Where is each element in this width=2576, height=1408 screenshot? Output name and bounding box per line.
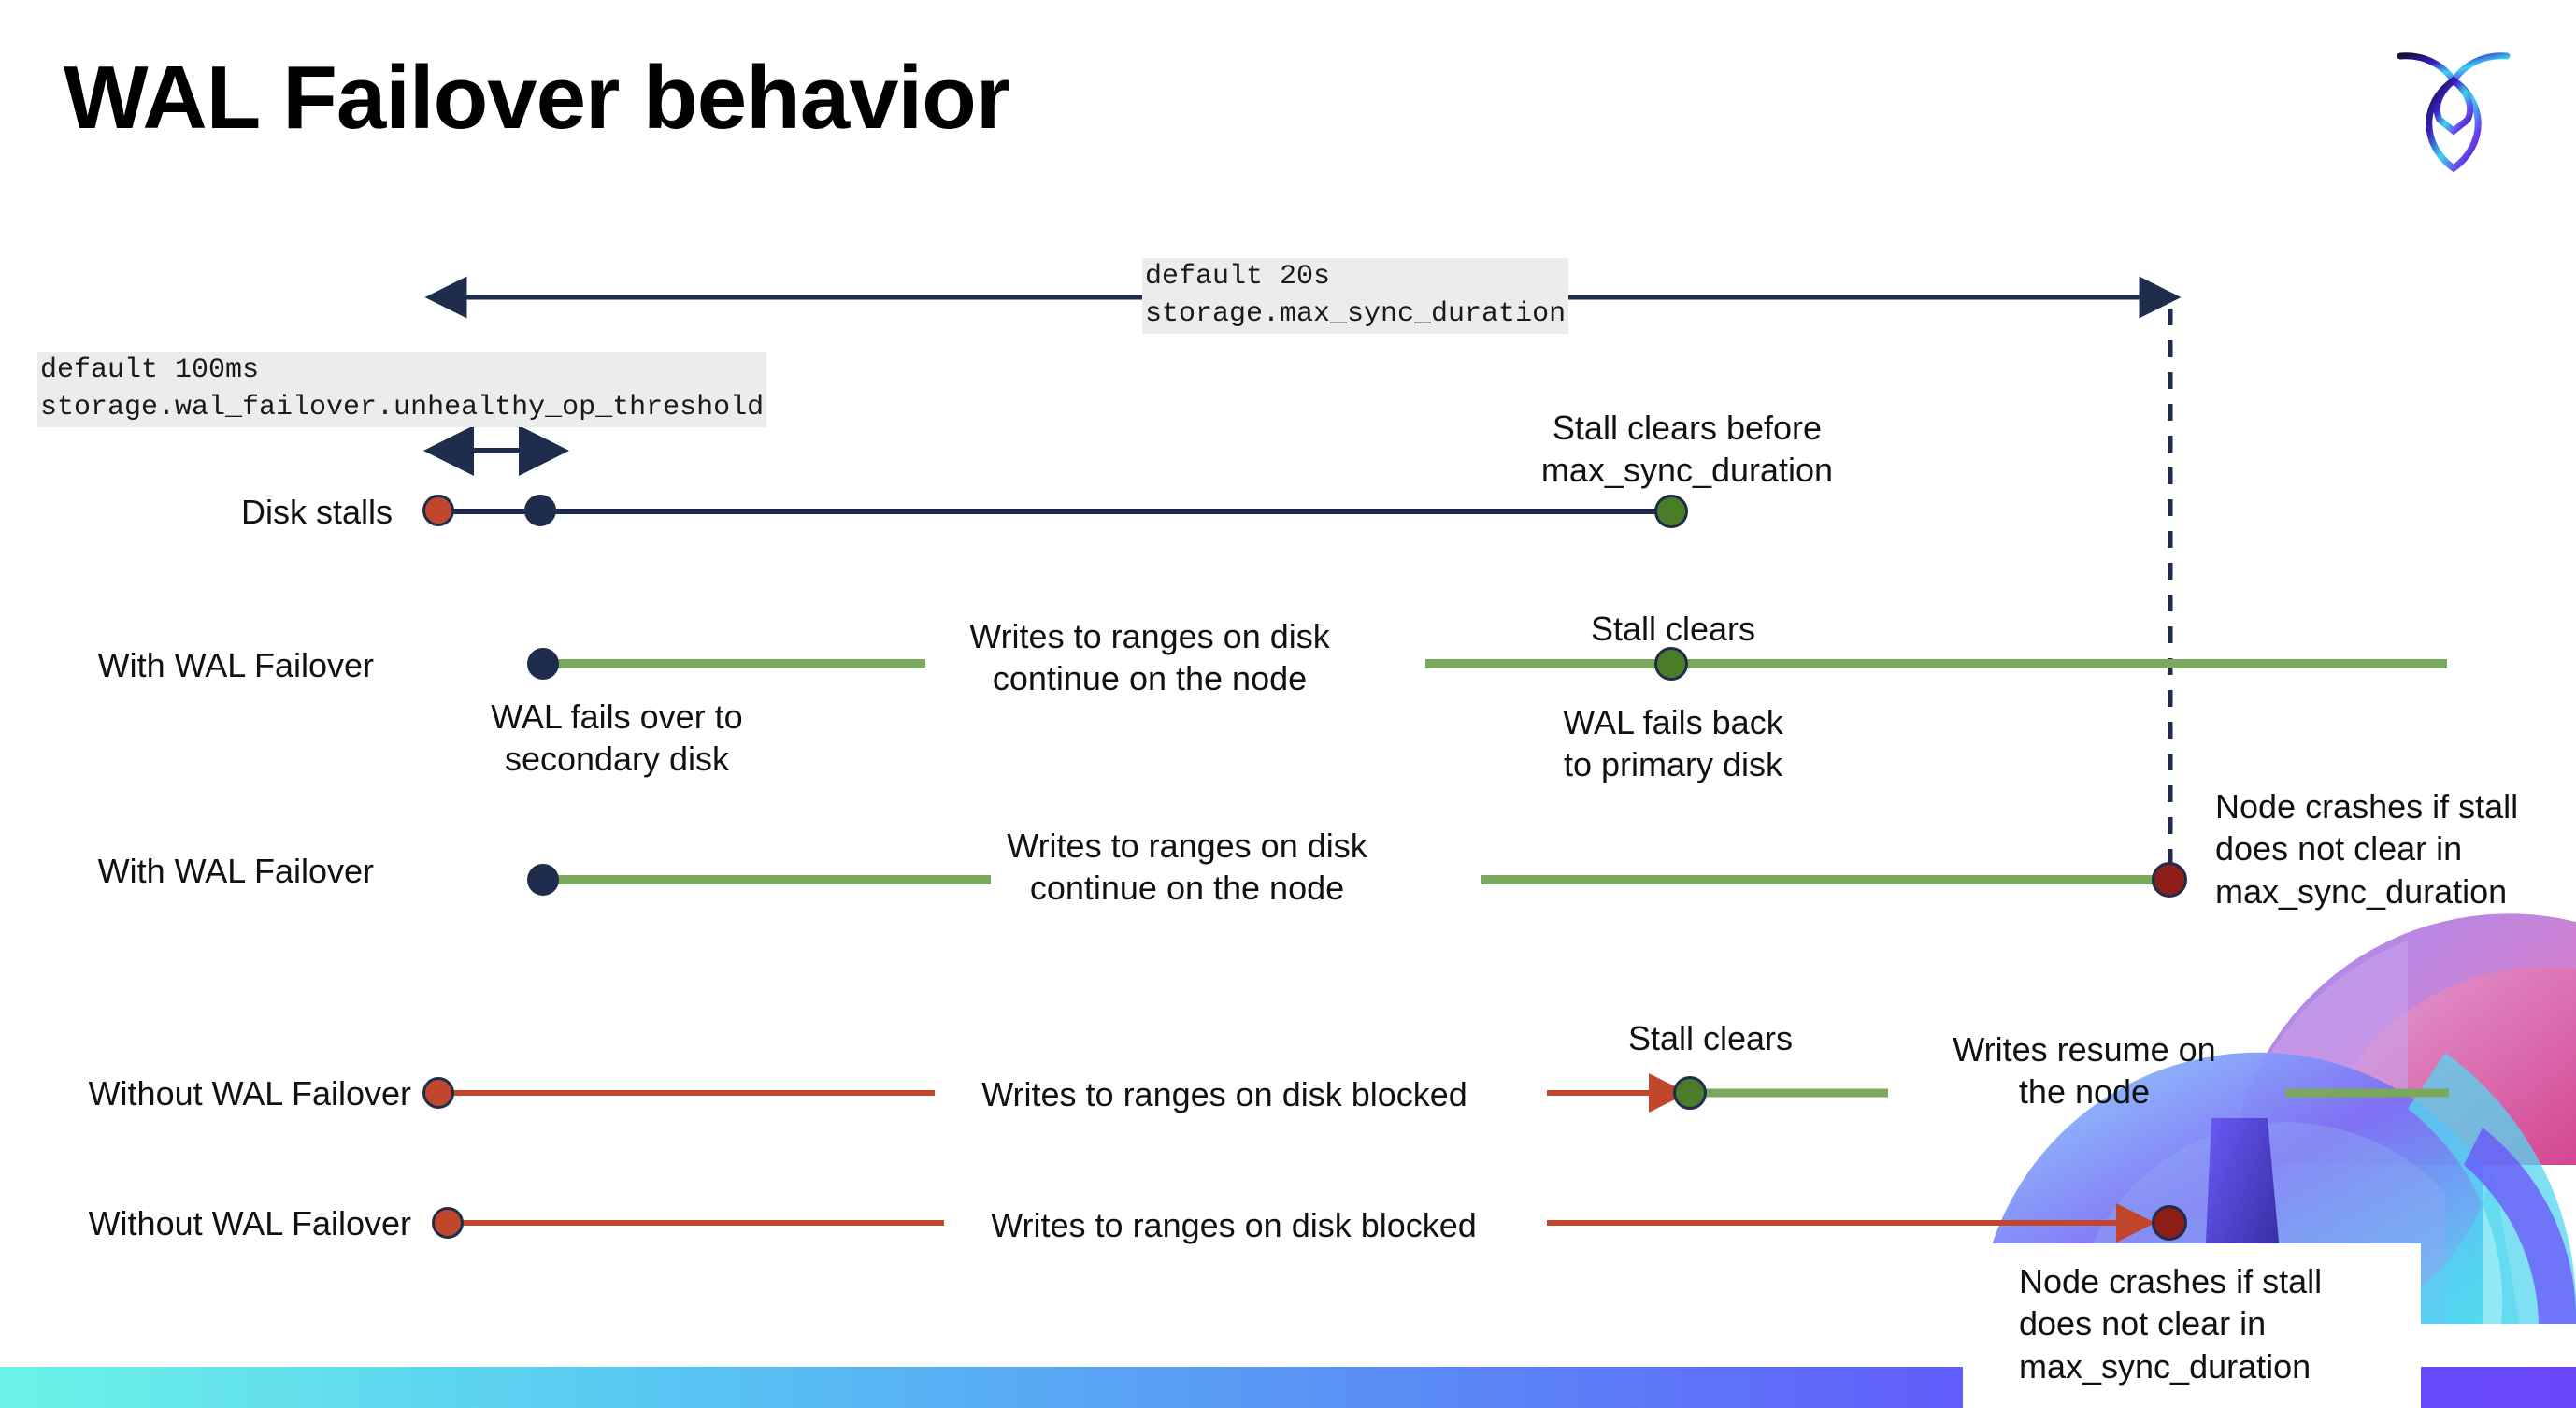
row-label-without-wal-failover-1: Without WAL Failover: [88, 1074, 411, 1113]
row-label-without-wal-failover-2: Without WAL Failover: [88, 1204, 411, 1243]
page-title: WAL Failover behavior: [64, 48, 1010, 148]
dot-stall-clear-row1: [1654, 495, 1688, 528]
row-label-with-wal-failover-1: With WAL Failover: [97, 646, 374, 684]
note-node-crashes-row3: Node crashes if stall does not clear in …: [2215, 787, 2519, 911]
cockroachdb-logo: [2393, 36, 2514, 176]
note-stall-clears-row4: Stall clears: [1627, 1019, 1794, 1057]
dot-failover-start-row2: [527, 648, 559, 680]
unhealthy-op-threshold-annotation: default 100ms storage.wal_failover.unhea…: [37, 352, 767, 428]
note-writes-continue-row2: Writes to ranges on disk continue on the…: [969, 617, 1330, 698]
row-label-disk-stalls: Disk stalls: [240, 493, 393, 531]
row-label-with-wal-failover-2: With WAL Failover: [97, 852, 374, 890]
note-writes-blocked-row5: Writes to ranges on disk blocked: [991, 1206, 1477, 1244]
note-node-crashes-row5: Node crashes if stall does not clear in …: [2019, 1262, 2323, 1386]
unhealthy-setting-text: storage.wal_failover.unhealthy_op_thresh…: [40, 391, 765, 424]
dot-stall-clear-row4: [1673, 1076, 1707, 1110]
dot-stall-start-row1: [422, 495, 454, 526]
dot-node-crash-row5: [2152, 1205, 2187, 1241]
dot-stall-start-row4: [422, 1077, 454, 1109]
max-sync-setting-text: storage.max_sync_duration: [1145, 297, 1567, 330]
dot-stall-start-row5: [432, 1207, 464, 1239]
note-writes-continue-row3: Writes to ranges on disk continue on the…: [1007, 826, 1367, 908]
dot-node-crash-row3: [2152, 862, 2187, 898]
max-sync-default-text: default 20s: [1145, 261, 1331, 293]
note-wal-fails-back: WAL fails back to primary disk: [1563, 703, 1783, 784]
dot-stall-clear-row2: [1654, 647, 1688, 681]
max-sync-duration-annotation: default 20s storage.max_sync_duration: [1142, 258, 1569, 335]
unhealthy-default-text: default 100ms: [40, 354, 260, 386]
dot-failover-row1: [524, 495, 556, 526]
note-stall-clears-before: Stall clears before max_sync_duration: [1540, 409, 1834, 490]
dot-failover-start-row3: [527, 864, 559, 896]
node-crash-callout: Node crashes if stall does not clear in …: [1963, 1243, 2421, 1408]
note-writes-resume: Writes resume on the node: [1953, 1030, 2216, 1112]
note-wal-fails-over: WAL fails over to secondary disk: [491, 697, 743, 779]
note-stall-clears-row2: Stall clears: [1590, 610, 1756, 648]
note-writes-blocked-row4: Writes to ranges on disk blocked: [981, 1075, 1467, 1113]
